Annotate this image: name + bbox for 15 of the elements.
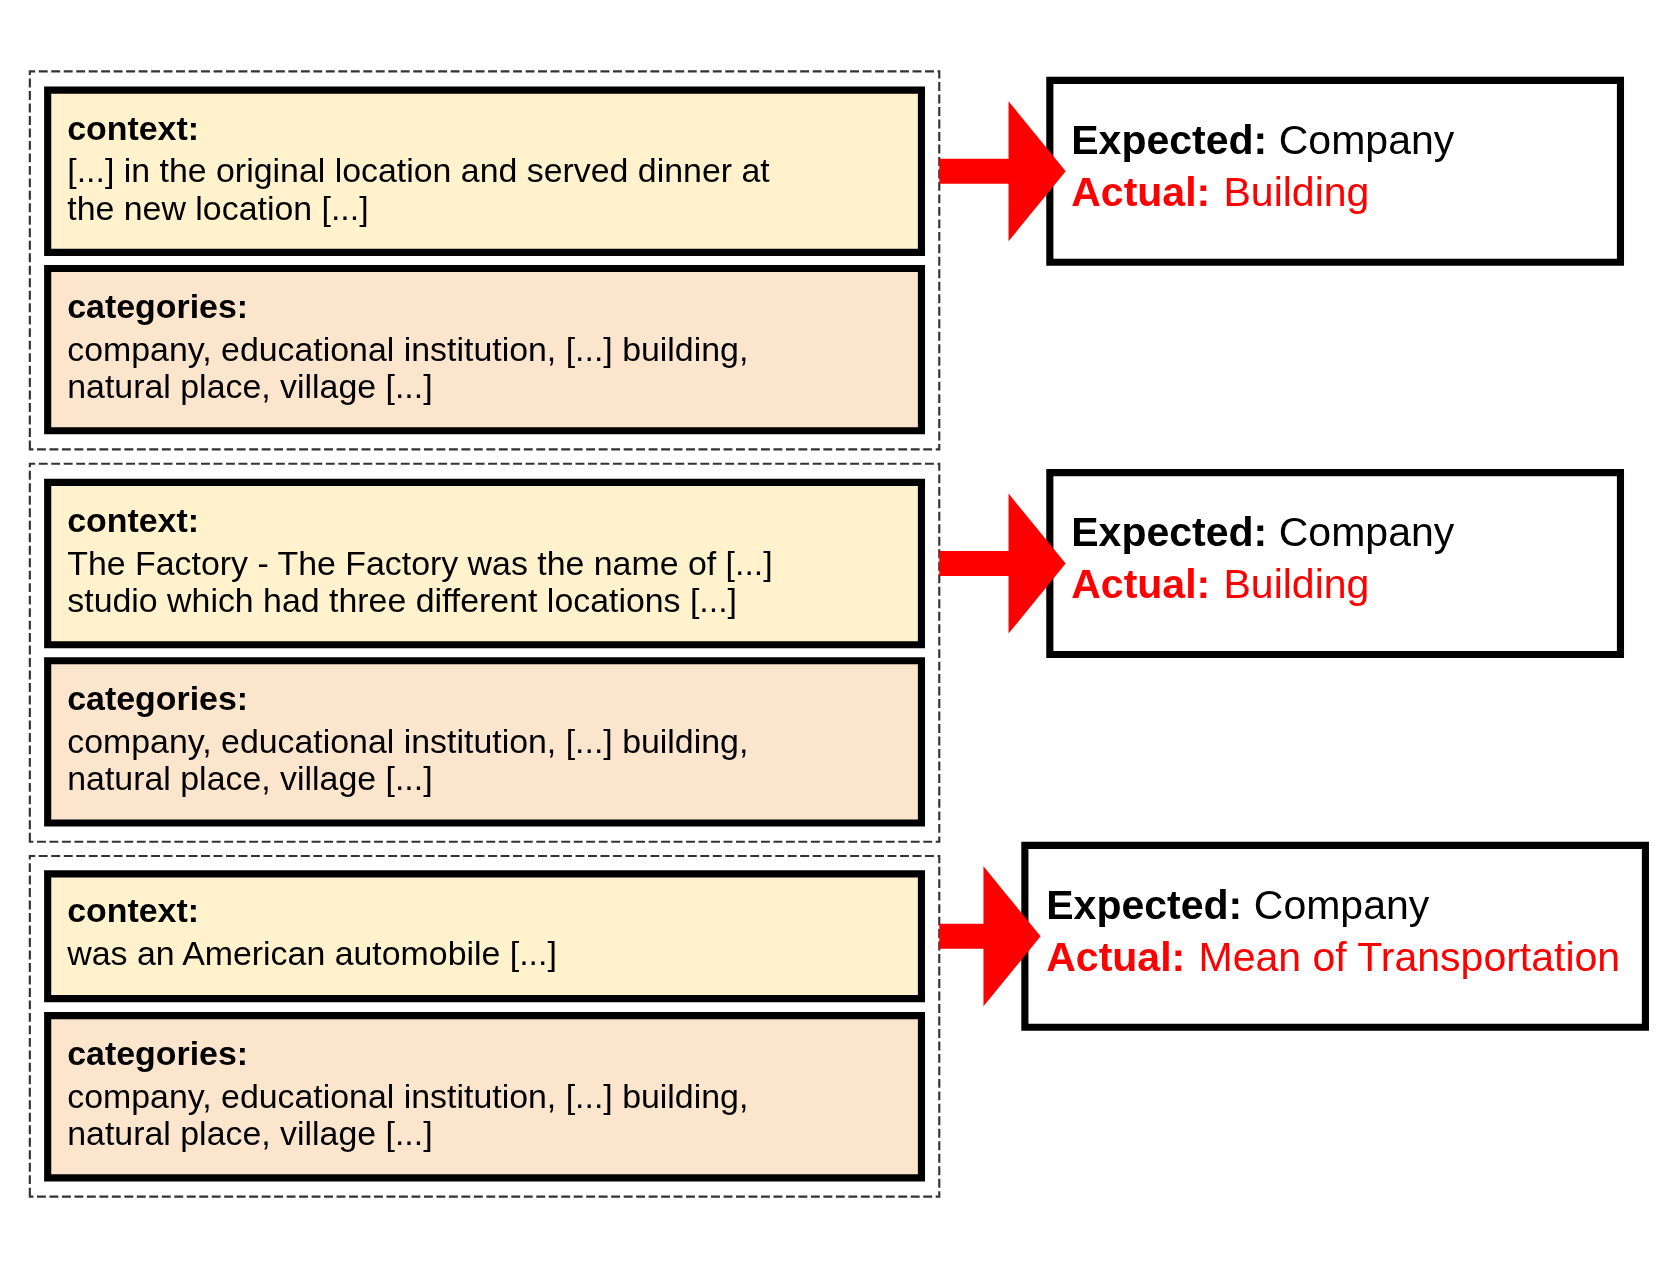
node-box: categories: company, educational institution, [...] building, natural place, village [...] <box>44 656 925 827</box>
arrow <box>939 493 1066 634</box>
node-box: context: [...] in the original location and served dinner at the new location [...] <box>44 86 925 256</box>
node-box: categories: company, educational institution, [...] building, natural place, village [...] <box>44 1011 925 1181</box>
node-box: Expected: Company Actual: Mean of Transportation <box>1021 841 1649 1031</box>
node-box: categories: company, educational institution, [...] building, natural place, village [...] <box>44 264 925 434</box>
node-box: Expected: Company Actual: Building <box>1046 468 1625 658</box>
cluster <box>28 69 941 450</box>
arrow <box>939 100 1066 241</box>
node-box: context: The Factory - The Factory was the name of [...] studio which had three different locations [...] <box>44 478 925 648</box>
arrow <box>939 865 1041 1006</box>
cluster <box>28 462 941 843</box>
cluster <box>28 854 941 1198</box>
node-box: Expected: Company Actual: Building <box>1046 76 1625 266</box>
node-box: context: was an American automobile [...] <box>44 869 925 1002</box>
